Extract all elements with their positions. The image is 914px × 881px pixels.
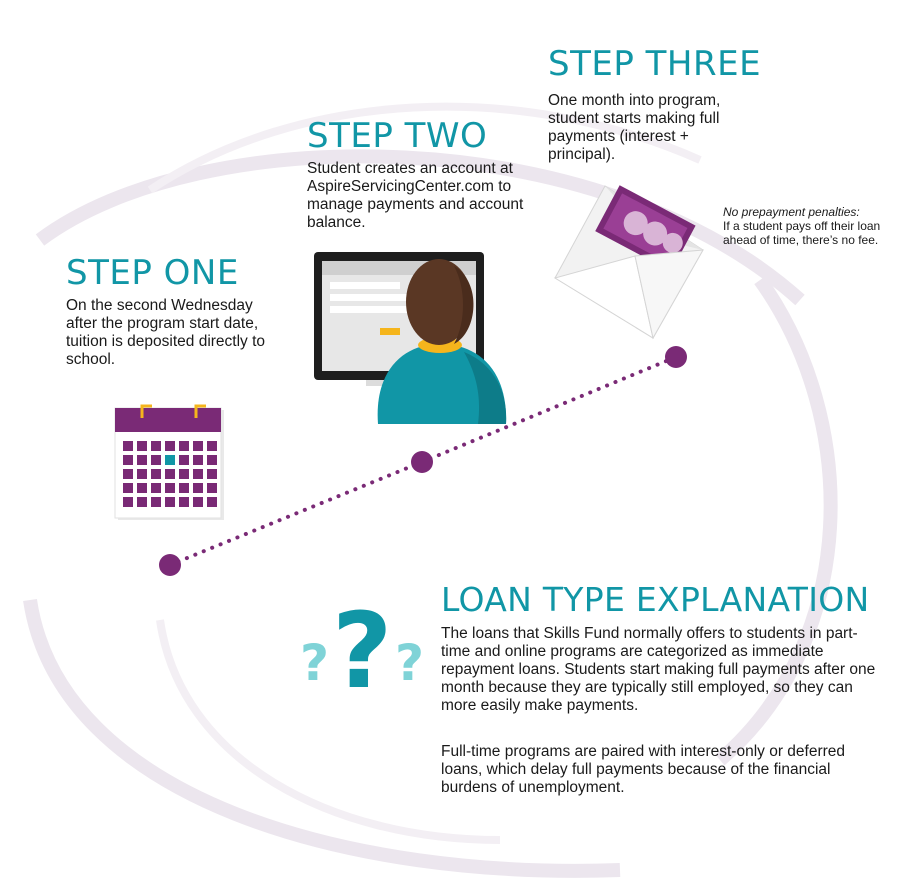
svg-text:?: ? [395,634,424,692]
calendar-day [179,483,189,493]
prepayment-note-text: If a student pays off their loan ahead o… [723,219,881,247]
calendar-day [193,441,203,451]
calendar-day [123,497,133,507]
calendar-day [123,469,133,479]
step-one-text: On the second Wednesday after the progra… [66,297,266,368]
calendar-day [151,441,161,451]
calendar-day [165,469,175,479]
calendar-day [165,483,175,493]
calendar-day [137,455,147,465]
step-two-title: STEP TWO [307,116,488,156]
calendar-day [165,441,175,451]
calendar-day [207,497,217,507]
computer-user-icon [314,252,507,424]
svg-text:?: ? [332,590,392,695]
calendar-day [207,469,217,479]
timeline-node-step-one [159,554,181,576]
timeline-node-step-three [665,346,687,368]
calendar-day [123,441,133,451]
timeline-node-step-two [411,451,433,473]
loan-paragraph-2: Full-time programs are paired with inter… [441,743,846,796]
calendar-day [123,483,133,493]
calendar-day [193,483,203,493]
calendar-day [179,441,189,451]
step-three-title: STEP THREE [548,44,762,84]
calendar-day [207,441,217,451]
envelope-money-icon [553,185,704,340]
loan-type-title: LOAN TYPE EXPLANATION [441,580,870,619]
prepayment-note-title: No prepayment penalties: [723,205,860,219]
calendar-day [179,469,189,479]
calendar-icon [114,404,224,520]
calendar-day [151,497,161,507]
question-marks-icon: ? ? ? [300,590,424,695]
calendar-day [179,455,189,465]
step-one-title: STEP ONE [66,253,239,293]
step-three-text: One month into program, student starts m… [548,92,721,163]
calendar-day [193,497,203,507]
calendar-day [165,497,175,507]
calendar-day [165,455,175,465]
prepayment-note: No prepayment penalties: If a student pa… [723,205,883,247]
calendar-day [193,469,203,479]
calendar-day [207,483,217,493]
loan-paragraph-1: The loans that Skills Fund normally offe… [441,625,876,714]
calendar-day [207,455,217,465]
calendar-day [193,455,203,465]
calendar-day [137,469,147,479]
calendar-day [151,469,161,479]
calendar-day [137,483,147,493]
calendar-day [123,455,133,465]
calendar-day [151,455,161,465]
calendar-day [179,497,189,507]
calendar-day [137,441,147,451]
calendar-day [137,497,147,507]
calendar-day [151,483,161,493]
step-two-text: Student creates an account at AspireServ… [307,160,524,231]
svg-text:?: ? [300,634,329,692]
